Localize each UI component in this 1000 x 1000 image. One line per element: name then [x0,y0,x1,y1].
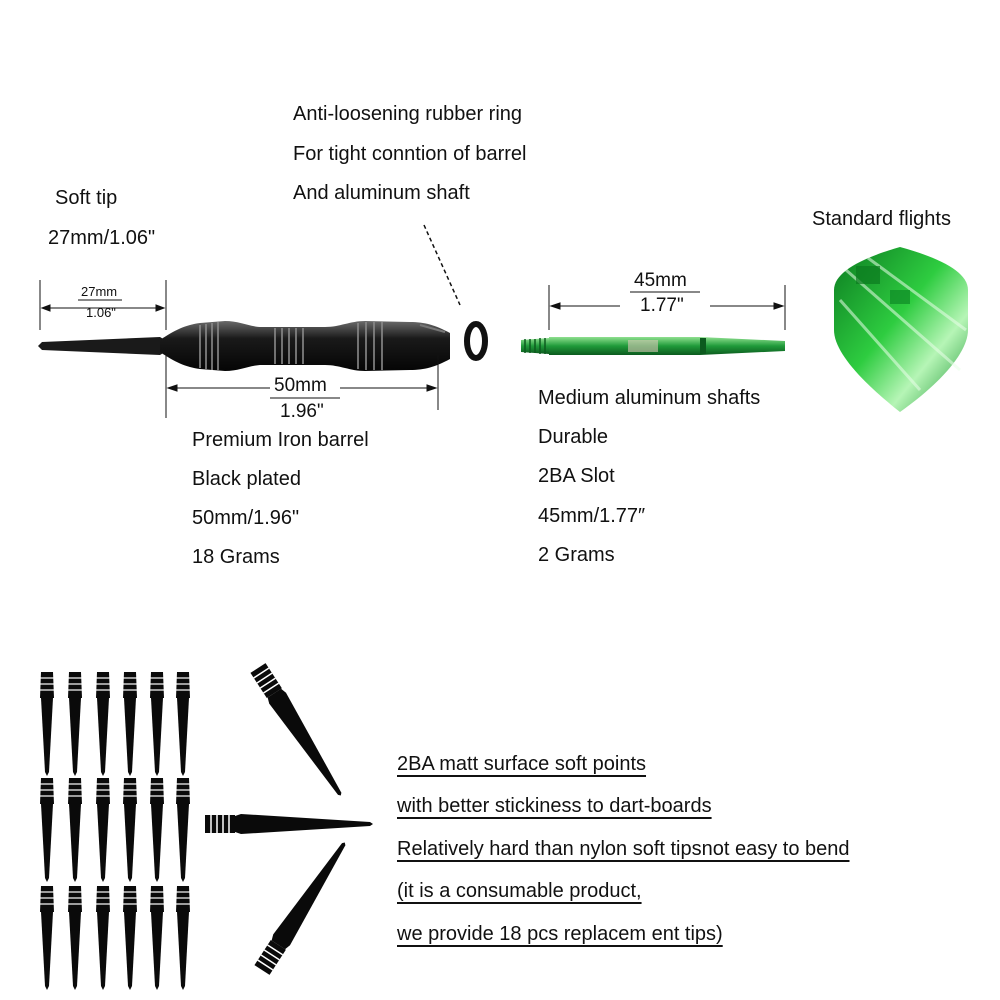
replacement-tip [68,778,82,882]
standard-flight [834,247,968,412]
replacement-tip [96,778,110,882]
soft-tip-size: 27mm/1.06" [48,227,156,249]
soft-tip-dim-mm: 27mm [81,284,118,299]
shaft-dim-in: 1.77" [640,295,684,316]
shaft-line-4: 45mm/1.77″ [538,505,646,527]
replacement-tip [40,886,54,990]
soft-tip-dimension [39,280,167,330]
barrel-dimension [165,355,439,418]
ring-line-1: Anti-loosening rubber ring [293,103,523,125]
barrel-dim-in: 1.96" [280,401,324,422]
barrel-line-3: 50mm/1.96" [192,507,300,529]
replacement-tip [96,886,110,990]
ring-line-3: And aluminum shaft [293,182,470,204]
replacement-tip [68,886,82,990]
dart-barrel-assembly [38,321,450,371]
replacement-tips-grid [40,672,190,990]
shaft-line-2: Durable [538,426,609,448]
replacement-tip [176,672,190,776]
aluminum-shaft [521,337,785,355]
tips-info-line-5: we provide 18 pcs replacem ent tips) [397,923,723,945]
shaft-dim-mm: 45mm [634,270,687,291]
soft-tip-dim-in: 1.06" [86,305,116,320]
replacement-tip [40,778,54,882]
replacement-tip [123,778,137,882]
replacement-tip [150,886,164,990]
replacement-tip [68,672,82,776]
rubber-ring [423,224,488,361]
tips-info-line-3: Relatively hard than nylon soft tipsnot … [397,838,850,860]
flights-title: Standard flights [812,208,951,230]
replacement-tip [176,778,190,882]
shaft-dimension [548,285,786,330]
ring-line-2: For tight conntion of barrel [293,143,527,165]
replacement-tip [150,672,164,776]
barrel-dim-mm: 50mm [274,375,327,396]
enlarged-tips [205,663,373,975]
barrel-line-2: Black plated [192,468,301,490]
shaft-line-3: 2BA Slot [538,465,615,487]
barrel-body [160,321,450,371]
replacement-tip [123,886,137,990]
replacement-tip [150,778,164,882]
tips-info-line-1: 2BA matt surface soft points [397,753,647,775]
barrel-line-4: 18 Grams [192,546,280,568]
replacement-tip [96,672,110,776]
tips-info-line-4: (it is a consumable product, [397,880,642,902]
soft-tip-title: Soft tip [55,187,118,209]
replacement-tip [123,672,137,776]
shaft-line-5: 2 Grams [538,544,615,566]
barrel-line-1: Premium Iron barrel [192,429,369,451]
tips-info-line-2: with better stickiness to dart-boards [397,795,712,817]
soft-tip-spike [38,337,165,355]
replacement-tip [40,672,54,776]
replacement-tip [176,886,190,990]
shaft-line-1: Medium aluminum shafts [538,387,761,409]
